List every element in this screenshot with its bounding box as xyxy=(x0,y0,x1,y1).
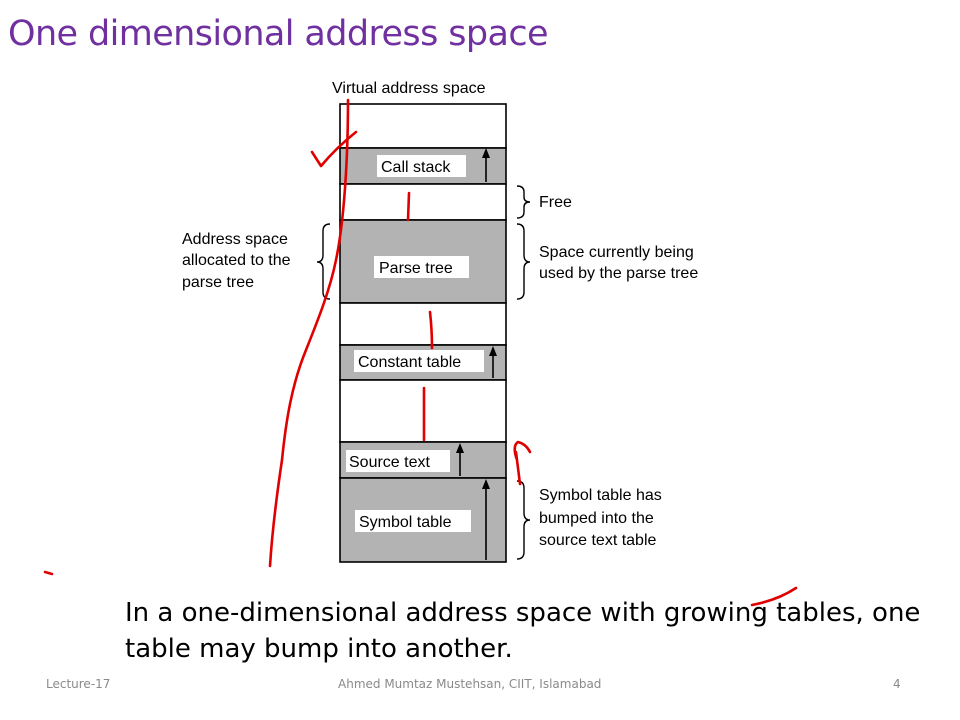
call-stack-label-bg xyxy=(377,155,466,177)
segment-top-free xyxy=(339,103,507,149)
slide-title: One dimensional address space xyxy=(8,14,549,54)
free-annotation: Free xyxy=(539,194,572,211)
left-brace-icon xyxy=(316,223,331,300)
source-text-label-bg xyxy=(346,450,450,472)
symbol-table-arrowhead-icon xyxy=(482,479,490,489)
segment-free-2 xyxy=(339,302,507,346)
segment-free-3 xyxy=(339,379,507,443)
left-annotation-line-3: parse tree xyxy=(182,274,254,291)
footer-page-number: 4 xyxy=(893,677,901,691)
left-annotation-line-1: Address space xyxy=(182,231,288,248)
left-annotation-line-2: allocated to the xyxy=(182,252,291,269)
source-text-arrowhead-icon xyxy=(456,443,464,453)
symbol-table-annotation-line-2: bumped into the xyxy=(539,510,654,527)
constant-table-label: Constant table xyxy=(358,354,461,371)
constant-table-arrowhead-icon xyxy=(489,346,497,356)
footer-author: Ahmed Mumtaz Mustehsan, CIIT, Islamabad xyxy=(338,677,602,691)
footer-lecture: Lecture-17 xyxy=(46,677,111,691)
parse-tree-annotation-line-2: used by the parse tree xyxy=(539,265,698,282)
call-stack-label: Call stack xyxy=(381,159,451,176)
constant-table-label-bg xyxy=(354,350,484,372)
call-stack-arrowhead-icon xyxy=(482,148,490,158)
growth-arrows xyxy=(456,148,497,560)
symbol-table-annotation-line-1: Symbol table has xyxy=(539,487,662,504)
slide-body-text: In a one-dimensional address space with … xyxy=(125,598,921,664)
free-brace-icon xyxy=(516,185,531,219)
parse-tree-label: Parse tree xyxy=(379,260,453,277)
symbol-table-label: Symbol table xyxy=(359,514,452,531)
diagram-heading: Virtual address space xyxy=(332,80,486,97)
source-text-label: Source text xyxy=(349,454,430,471)
parse-tree-annotation-line-1: Space currently being xyxy=(539,244,694,261)
segment-free xyxy=(339,183,507,221)
segment-call-stack xyxy=(339,147,507,185)
symbol-table-label-bg xyxy=(355,510,471,532)
symbol-table-brace-icon xyxy=(516,480,531,560)
parse-tree-brace-icon xyxy=(516,223,531,300)
parse-tree-label-bg xyxy=(374,256,469,278)
symbol-table-annotation-line-3: source text table xyxy=(539,532,657,549)
